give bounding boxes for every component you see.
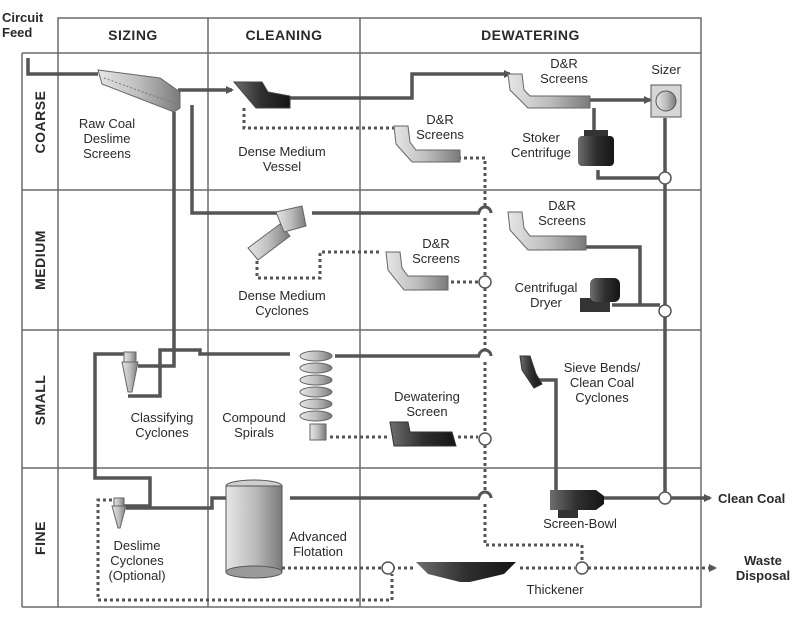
dr-screen-medium-a-shape (507, 211, 587, 251)
thickener-shape (416, 562, 516, 582)
raw-coal-deslime-label: Raw Coal Deslime Screens (78, 116, 136, 161)
column-header-dewatering: DEWATERING (481, 27, 580, 43)
dewatering-screen-label: Dewatering Screen (394, 389, 460, 419)
classifying-cyclones-shape (121, 351, 139, 393)
dr-screen-coarse-b-shape (393, 125, 461, 163)
thickener-label: Thickener (526, 582, 584, 597)
raw-coal-deslime-screens-shape (97, 69, 181, 113)
sieve-bend-shape (519, 355, 543, 389)
stoker-centrifuge-label: Stoker Centrifuge (511, 130, 571, 160)
dense-medium-cyclones-shape (247, 205, 307, 261)
dense-medium-cyclones-label: Dense Medium Cyclones (238, 288, 326, 318)
compound-spirals-label: Compound Spirals (222, 410, 286, 440)
dense-medium-vessel-shape (232, 81, 291, 109)
screen-bowl-label: Screen-Bowl (543, 516, 617, 531)
row-header-fine: FINE (32, 521, 48, 555)
centrifugal-dryer-shape (580, 278, 620, 312)
advanced-flotation-shape (225, 479, 283, 579)
dr-screen-medium-b-shape (385, 251, 449, 291)
classifying-cyclones-label: Classifying Cyclones (130, 410, 194, 440)
sizer-shape (650, 84, 682, 118)
stoker-centrifuge-shape (578, 130, 614, 166)
sieve-bends-label: Sieve Bends/ Clean Coal Cyclones (563, 360, 641, 405)
waste-disposal-label: Waste Disposal (735, 553, 791, 583)
centrifugal-dryer-label: Centrifugal Dryer (514, 280, 578, 310)
row-header-coarse: COARSE (32, 90, 48, 154)
deslime-cyclones-shape (111, 497, 127, 529)
column-header-sizing: SIZING (108, 27, 158, 43)
dr-screen-coarse-a-shape (507, 73, 591, 109)
sizer-label: Sizer (651, 62, 681, 77)
dotted-flow-lines (96, 108, 717, 602)
advanced-flotation-label: Advanced Flotation (289, 529, 347, 559)
deslime-cyclones-label: Deslime Cyclones (Optional) (108, 538, 166, 583)
clean-coal-label: Clean Coal (718, 491, 786, 506)
grid (21, 17, 702, 608)
row-header-small: SMALL (32, 374, 48, 426)
column-header-cleaning: CLEANING (245, 27, 323, 43)
dr-screens-coarse-b-label: D&R Screens (416, 112, 464, 142)
circuit-feed-label: Circuit Feed (2, 10, 44, 40)
dewatering-screen-shape (389, 421, 457, 447)
line-crossings (477, 205, 493, 499)
compound-spirals-shape (299, 350, 333, 441)
dr-screens-coarse-a-label: D&R Screens (540, 56, 588, 86)
junction-nodes (381, 171, 672, 575)
dr-screens-medium-b-label: D&R Screens (412, 236, 460, 266)
row-header-medium: MEDIUM (32, 230, 48, 290)
screen-bowl-shape (550, 490, 604, 518)
solid-flow-lines (26, 58, 712, 510)
dr-screens-medium-a-label: D&R Screens (538, 198, 586, 228)
dense-medium-vessel-label: Dense Medium Vessel (238, 144, 326, 174)
